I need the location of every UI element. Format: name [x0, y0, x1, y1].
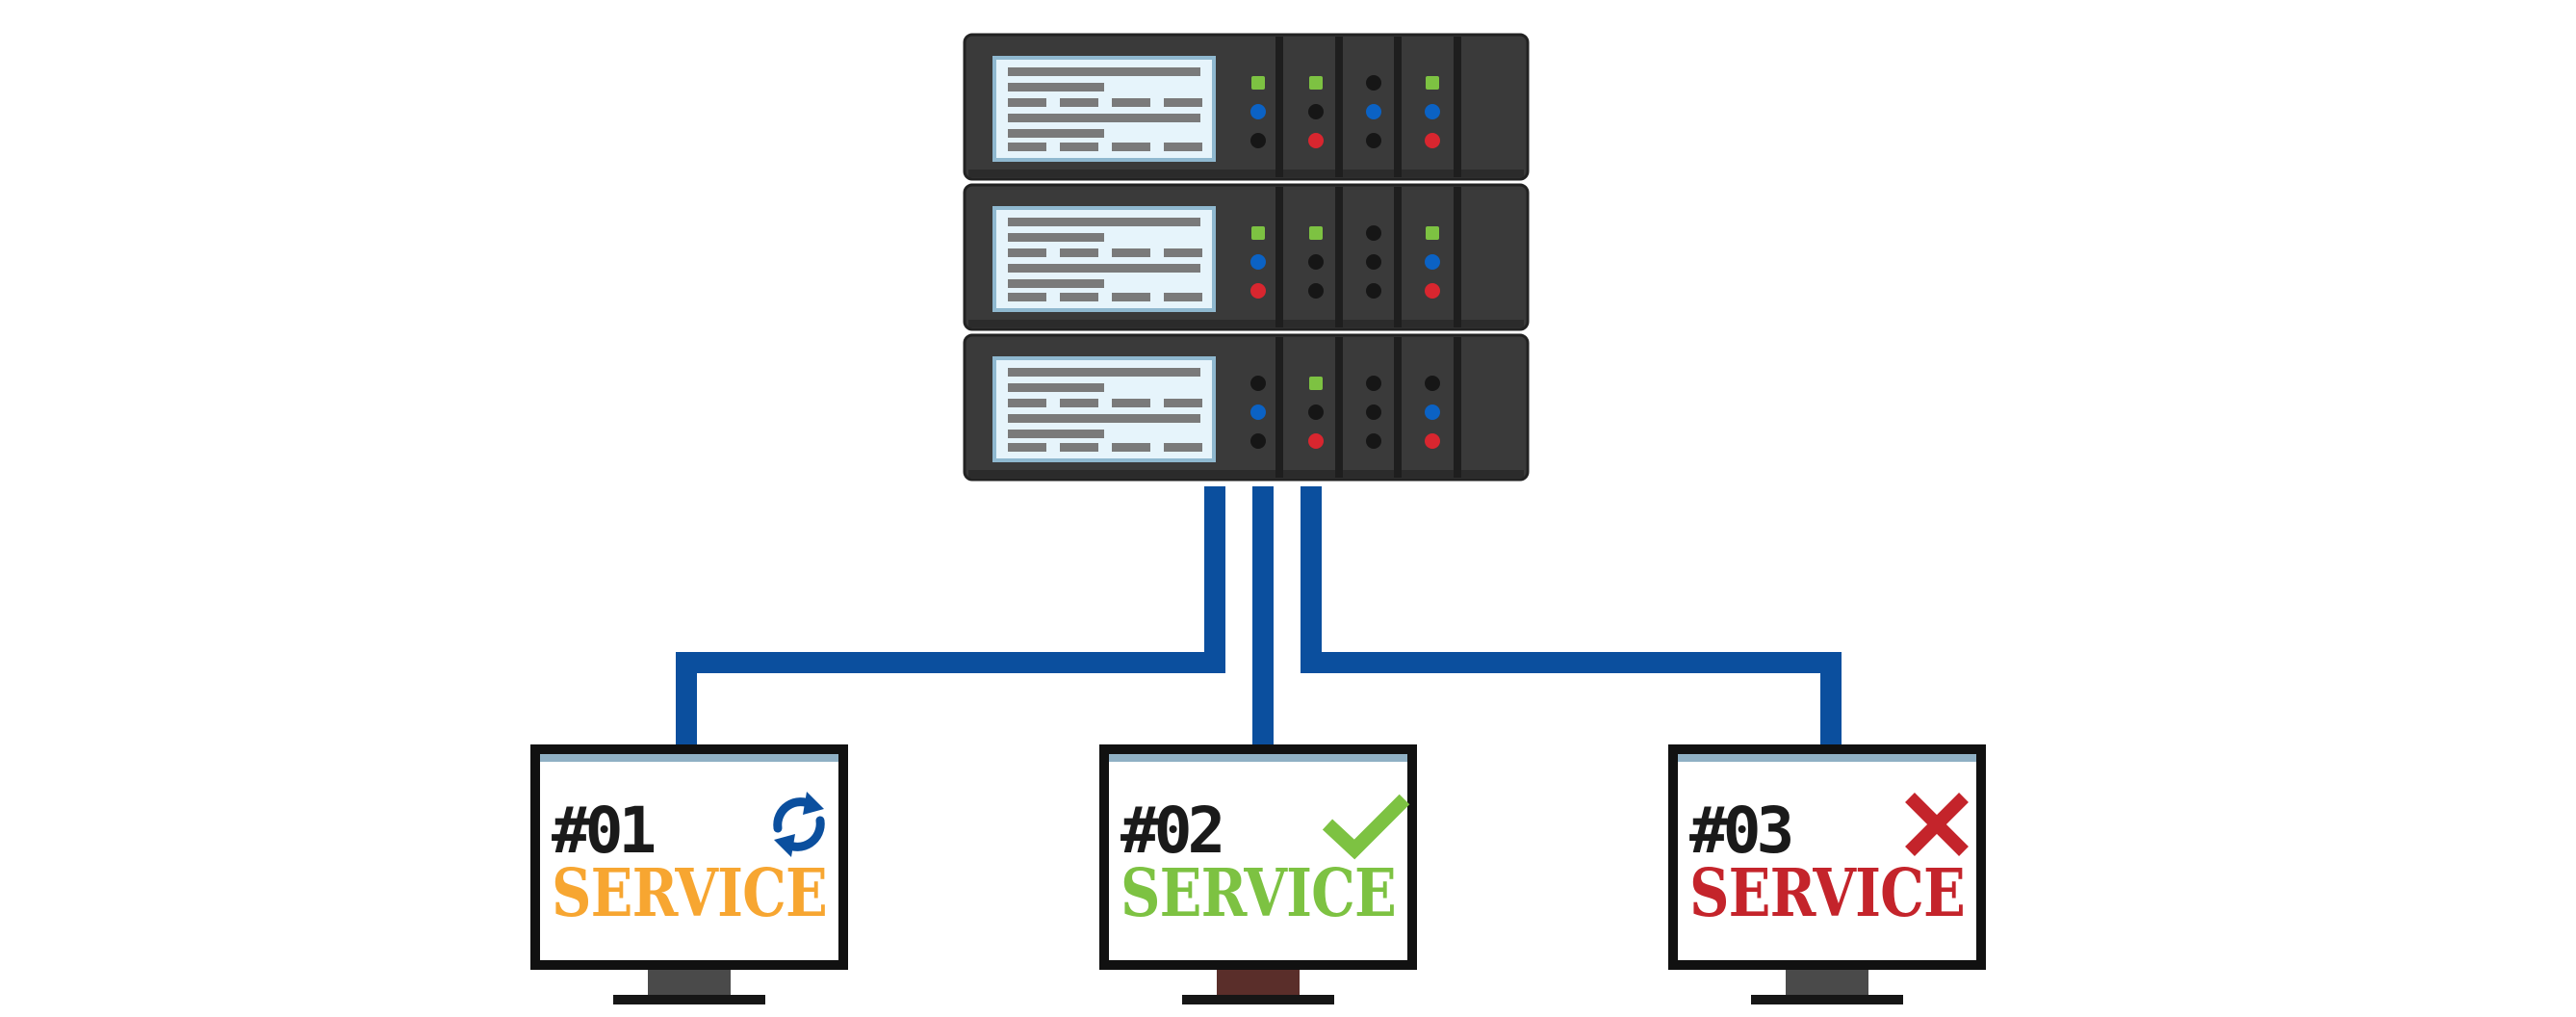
- status-led: [1250, 283, 1266, 299]
- rack-divider: [1394, 37, 1402, 177]
- display-readout: [1008, 218, 1202, 301]
- status-led: [1308, 254, 1324, 270]
- server-unit: [963, 33, 1530, 181]
- status-led: [1250, 404, 1266, 420]
- status-led: [1366, 254, 1381, 270]
- monitor-stand: [648, 970, 731, 995]
- monitor-screen: [540, 754, 838, 960]
- status-led: [1250, 133, 1266, 148]
- status-led: [1251, 76, 1265, 90]
- status-led: [1308, 404, 1324, 420]
- status-led: [1309, 377, 1323, 390]
- rack-divider: [1275, 37, 1283, 177]
- status-led: [1309, 76, 1323, 90]
- status-led: [1309, 226, 1323, 240]
- network-cables: [676, 486, 1842, 746]
- monitor-screen: [1678, 754, 1976, 960]
- monitor-base: [613, 995, 765, 1004]
- rack-divider: [1335, 337, 1343, 478]
- monitor-base: [1751, 995, 1903, 1004]
- server-unit-shadow: [968, 470, 1524, 478]
- service-number: #01: [552, 794, 654, 868]
- service-number: #02: [1121, 794, 1221, 868]
- status-led: [1425, 283, 1440, 299]
- status-led: [1366, 376, 1381, 391]
- display-readout: [1008, 67, 1202, 151]
- status-led: [1366, 75, 1381, 91]
- cable-service-01: [676, 486, 1225, 746]
- status-led: [1366, 404, 1381, 420]
- server-unit-shadow: [968, 170, 1524, 177]
- status-led: [1308, 283, 1324, 299]
- monitor-screen-topbar: [540, 754, 838, 762]
- status-led: [1366, 225, 1381, 241]
- service-label: SERVICE: [1689, 855, 1965, 932]
- status-led: [1425, 133, 1440, 148]
- service-label: SERVICE: [1121, 855, 1396, 932]
- rack-divider: [1454, 187, 1461, 327]
- status-led: [1366, 283, 1381, 299]
- sync-icon: [773, 792, 825, 857]
- status-led: [1425, 104, 1440, 119]
- check-icon: [1322, 794, 1410, 860]
- status-led: [1308, 433, 1324, 449]
- monitor-stand: [1786, 970, 1868, 995]
- service-number: #03: [1689, 794, 1790, 868]
- service-label: SERVICE: [552, 855, 827, 932]
- status-led: [1251, 226, 1265, 240]
- status-led: [1425, 376, 1440, 391]
- status-led: [1425, 433, 1440, 449]
- status-led: [1366, 104, 1381, 119]
- server-rack: [963, 33, 1530, 482]
- rack-divider: [1454, 37, 1461, 177]
- status-led: [1425, 404, 1440, 420]
- monitor-screen-topbar: [1109, 754, 1407, 762]
- rack-divider: [1275, 337, 1283, 478]
- server-unit: [963, 333, 1530, 482]
- server-unit-shadow: [968, 320, 1524, 327]
- status-led: [1250, 376, 1266, 391]
- cross-icon: [1905, 793, 1969, 856]
- server-unit: [963, 183, 1530, 331]
- status-led: [1366, 133, 1381, 148]
- status-led: [1366, 433, 1381, 449]
- status-led: [1308, 104, 1324, 119]
- status-led: [1308, 133, 1324, 148]
- monitor-base: [1182, 995, 1334, 1004]
- rack-divider: [1394, 337, 1402, 478]
- status-led: [1250, 254, 1266, 270]
- rack-divider: [1394, 187, 1402, 327]
- cable-service-03: [1301, 486, 1842, 746]
- status-led: [1426, 226, 1439, 240]
- rack-divider: [1454, 337, 1461, 478]
- status-led: [1426, 76, 1439, 90]
- monitor-screen-topbar: [1678, 754, 1976, 762]
- monitor-stand: [1217, 970, 1300, 995]
- rack-divider: [1275, 187, 1283, 327]
- display-readout: [1008, 368, 1202, 452]
- status-led: [1250, 433, 1266, 449]
- monitor-screen: [1109, 754, 1407, 960]
- status-led: [1425, 254, 1440, 270]
- status-led: [1250, 104, 1266, 119]
- rack-divider: [1335, 187, 1343, 327]
- rack-divider: [1335, 37, 1343, 177]
